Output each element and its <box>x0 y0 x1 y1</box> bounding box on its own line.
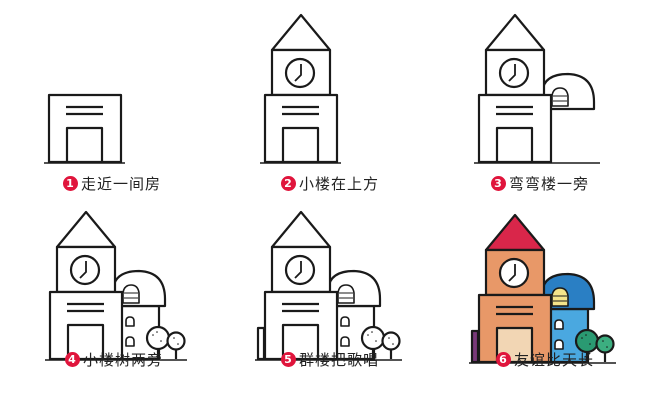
step-3-drawing <box>474 13 600 164</box>
side-window <box>554 319 564 330</box>
clock-hands <box>508 64 516 82</box>
step-4-drawing <box>45 210 187 361</box>
tree-crown <box>166 331 186 351</box>
clock-hands <box>294 261 302 279</box>
step-caption-text: 弯弯楼一旁 <box>508 175 590 193</box>
tree-dot <box>581 337 583 339</box>
clock-face <box>69 254 101 286</box>
step-6-drawing <box>469 213 616 364</box>
tree-dot <box>585 334 587 336</box>
tower-roof <box>55 210 117 249</box>
side-window <box>340 316 350 327</box>
clock-hands <box>294 64 302 82</box>
door <box>281 126 320 164</box>
tree-crown <box>381 331 401 351</box>
tree-crown <box>360 325 386 351</box>
side-window <box>554 339 564 350</box>
tree-dot <box>152 334 154 336</box>
post-drawing <box>470 329 480 364</box>
clock-hands <box>79 261 87 279</box>
door <box>495 126 534 164</box>
step-caption-text: 小楼树两旁 <box>82 351 164 369</box>
tree-dot <box>606 346 608 348</box>
step-caption-text: 走近一间房 <box>80 175 162 193</box>
side-window <box>340 336 350 347</box>
step-number-badge: 6 <box>495 352 511 367</box>
side-window <box>125 316 135 327</box>
step-number-badge: 4 <box>64 352 80 367</box>
step-1-drawing <box>44 93 125 164</box>
tree-dot <box>602 340 604 342</box>
tree-dot <box>177 343 179 345</box>
step-number-badge: 2 <box>280 176 296 191</box>
dome-window <box>122 284 140 304</box>
dome-window <box>337 284 355 304</box>
dome-window <box>551 87 569 107</box>
side-window <box>125 336 135 347</box>
step-number-badge: 1 <box>62 176 78 191</box>
clock-hands <box>508 264 516 282</box>
tree-dot <box>589 343 591 345</box>
door <box>65 126 104 164</box>
tree-dot <box>367 334 369 336</box>
step-2-drawing <box>260 13 341 164</box>
step-caption-text: 群楼把歌唱 <box>298 351 380 369</box>
clock-face <box>284 254 316 286</box>
step-5-drawing <box>255 210 402 361</box>
tree-dot <box>156 331 158 333</box>
clock-face <box>284 57 316 89</box>
step-caption-text: 小楼在上方 <box>298 175 380 193</box>
tower-roof <box>270 13 332 52</box>
tree-crown <box>145 325 171 351</box>
tower-roof <box>484 213 546 252</box>
tree-dot <box>371 331 373 333</box>
tower-roof <box>270 210 332 249</box>
tree-dot <box>388 337 390 339</box>
tower-roof <box>484 13 546 52</box>
step-caption-text: 友谊比天长 <box>513 351 595 369</box>
step-number-badge: 5 <box>280 352 296 367</box>
tree-crown <box>595 334 615 354</box>
clock-face <box>498 57 530 89</box>
tree-dot <box>160 340 162 342</box>
post-drawing <box>256 326 266 361</box>
dome-window <box>551 287 569 307</box>
tree-dot <box>375 340 377 342</box>
tree-dot <box>173 337 175 339</box>
step-number-badge: 3 <box>490 176 506 191</box>
clock-face <box>498 257 530 289</box>
tree-dot <box>392 343 394 345</box>
